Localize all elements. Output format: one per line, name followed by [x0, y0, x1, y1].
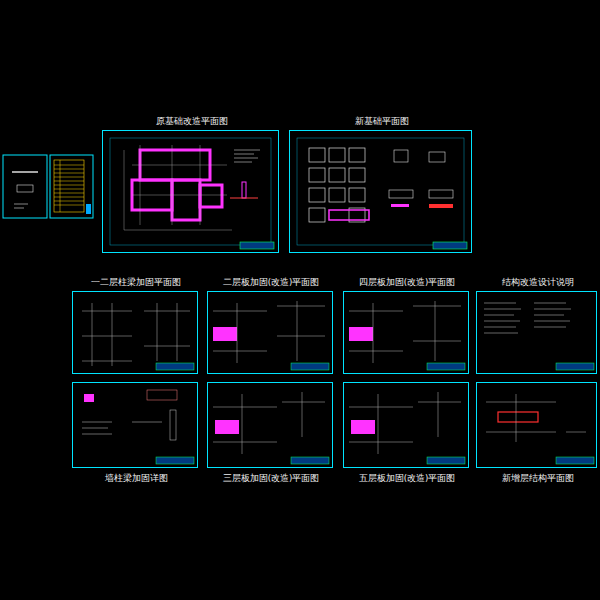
- drawing-sheet: 五层板加固(改造)平面图: [343, 382, 469, 468]
- sheet-title: 一二层柱梁加固平面图: [89, 277, 183, 288]
- drawing-sheet: 墙柱梁加固详图: [72, 382, 198, 468]
- drawing-sheet: 原基础改造平面图: [102, 130, 279, 253]
- drawing-sheet: 四层板加固(改造)平面图: [343, 291, 469, 374]
- sheet-title: 三层板加固(改造)平面图: [221, 473, 322, 484]
- sheet-title: 墙柱梁加固详图: [103, 473, 170, 484]
- drawing-sheet: 二层板加固(改造)平面图: [207, 291, 333, 374]
- sheet-title: 新增层结构平面图: [500, 473, 576, 484]
- sheet-title: 五层板加固(改造)平面图: [357, 473, 458, 484]
- drawing-sheet: 新增层结构平面图: [476, 382, 597, 468]
- index-sheet: [50, 155, 93, 218]
- sheet-title: 四层板加固(改造)平面图: [357, 277, 458, 288]
- sheet-title: 二层板加固(改造)平面图: [221, 277, 322, 288]
- cover-sheet: [3, 155, 47, 218]
- sheet-title: 原基础改造平面图: [154, 116, 230, 127]
- drawing-sheet: 三层板加固(改造)平面图: [207, 382, 333, 468]
- sheet-title: 新基础平面图: [353, 116, 411, 127]
- drawing-sheet: 结构改造设计说明: [476, 291, 597, 374]
- drawing-sheet: 一二层柱梁加固平面图: [72, 291, 198, 374]
- foundation-plan-art: [297, 138, 467, 249]
- drawing-sheet: 新基础平面图: [289, 130, 472, 253]
- foundation-plan-art: [110, 138, 274, 249]
- sheet-title: 结构改造设计说明: [500, 277, 576, 288]
